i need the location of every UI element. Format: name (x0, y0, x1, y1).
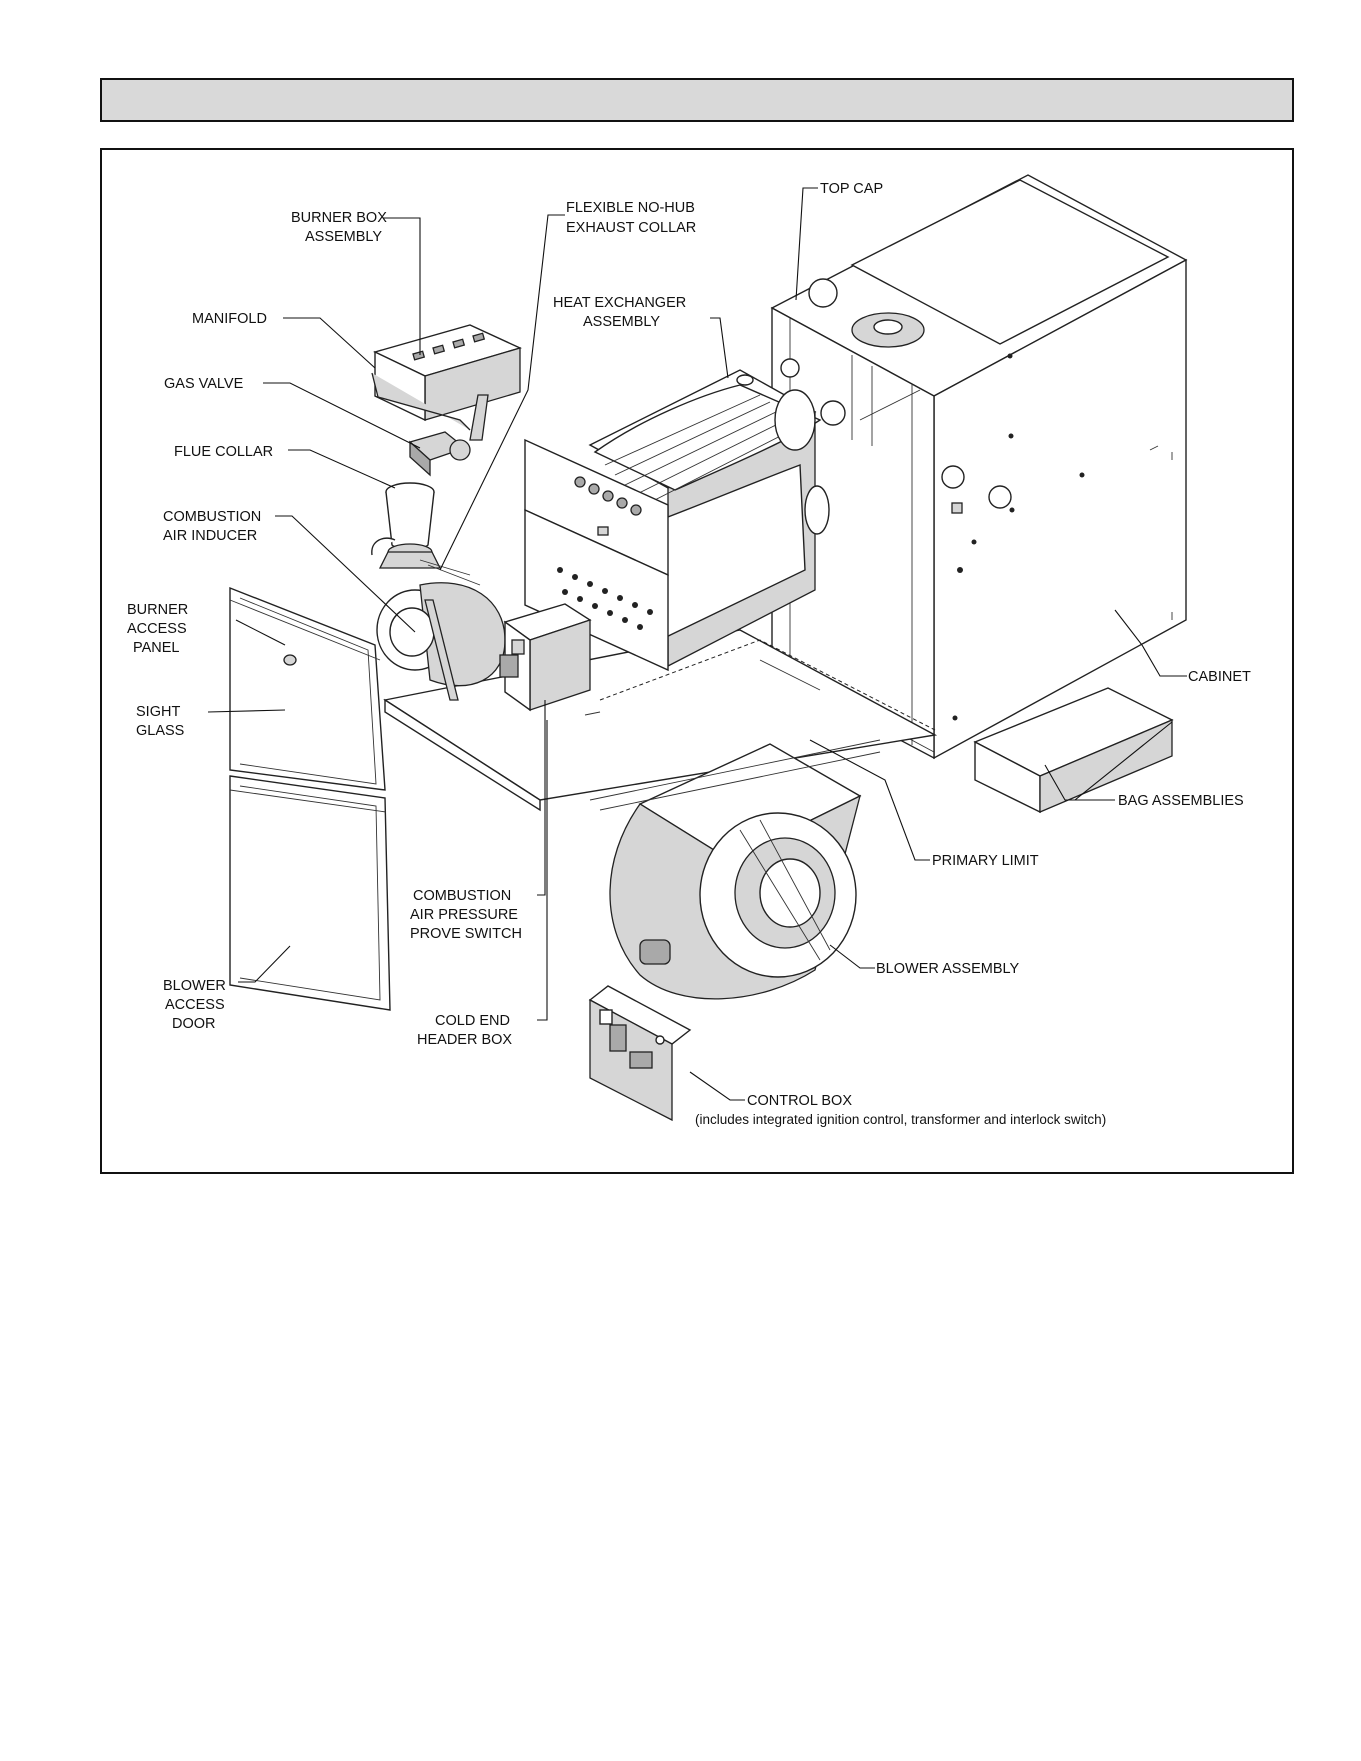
label-primary-limit: PRIMARY LIMIT (932, 853, 1039, 869)
label-cold-end-header-box-line-1: COLD END (435, 1013, 510, 1029)
section-header-bar (100, 78, 1294, 122)
label-cold-end-header-box-line-2: HEADER BOX (417, 1032, 512, 1048)
label-control-box-line-2: (includes integrated ignition control, t… (695, 1112, 1106, 1127)
heat-exchanger-ports (574, 476, 642, 516)
cabinet-part (770, 174, 1188, 760)
label-sight-glass-line-1: SIGHT (136, 704, 180, 720)
bag-assemblies-part (973, 687, 1174, 814)
label-heat-exchanger-assembly-line-1: HEAT EXCHANGER (553, 295, 686, 311)
heat-exchanger-part (524, 369, 830, 672)
label-top-cap-line-1: TOP CAP (820, 181, 883, 197)
manifold-gas-valve-part (371, 372, 489, 477)
blower-assembly-part (589, 739, 881, 1000)
label-bag-assemblies-line-1: BAG ASSEMBLIES (1118, 793, 1244, 809)
burner-box-part (373, 324, 522, 422)
label-combustion-air-pressure-prove-switch: COMBUSTION AIR PRESSURE PROVE SWITCH (410, 888, 522, 942)
label-burner-access-panel-line-3: PANEL (133, 640, 179, 656)
label-flexible-no-hub-exhaust-collar: FLEXIBLE NO-HUB EXHAUST COLLAR (566, 200, 696, 236)
label-burner-access-panel-line-1: BURNER (127, 602, 188, 618)
label-burner-access-panel: BURNER ACCESS PANEL (127, 602, 188, 656)
burner-orifices (557, 567, 653, 630)
label-control-box: CONTROL BOX (includes integrated ignitio… (695, 1093, 1106, 1127)
flue-and-inducer-part (371, 482, 506, 701)
label-blower-access-door-line-1: BLOWER (163, 978, 226, 994)
label-flexible-no-hub-exhaust-collar-line-2: EXHAUST COLLAR (566, 220, 696, 236)
label-prove-switch-line-1: COMBUSTION (413, 888, 511, 904)
label-flue-collar: FLUE COLLAR (174, 444, 273, 460)
label-burner-box-assembly-line-2: ASSEMBLY (305, 229, 382, 245)
label-manifold: MANIFOLD (192, 311, 267, 327)
label-prove-switch-line-3: PROVE SWITCH (410, 926, 522, 942)
label-blower-assembly: BLOWER ASSEMBLY (876, 961, 1019, 977)
label-combustion-air-inducer: COMBUSTION AIR INDUCER (163, 509, 261, 544)
label-burner-box-assembly-line-1: BURNER BOX (291, 210, 387, 226)
label-heat-exchanger-assembly-line-2: ASSEMBLY (583, 314, 660, 330)
label-cold-end-header-box: COLD END HEADER BOX (417, 1013, 512, 1048)
blower-access-door-part (229, 775, 391, 1011)
label-cabinet-line-1: CABINET (1188, 669, 1251, 685)
label-blower-access-door-line-2: ACCESS (165, 997, 225, 1013)
label-blower-assembly-line-1: BLOWER ASSEMBLY (876, 961, 1019, 977)
label-prove-switch-line-2: AIR PRESSURE (410, 907, 518, 923)
cold-end-header-box-part (499, 603, 592, 712)
label-gas-valve: GAS VALVE (164, 376, 244, 392)
label-cabinet: CABINET (1188, 669, 1251, 685)
label-blower-access-door-line-3: DOOR (172, 1016, 216, 1032)
label-manifold-line-1: MANIFOLD (192, 311, 267, 327)
label-flue-collar-line-1: FLUE COLLAR (174, 444, 273, 460)
label-combustion-air-inducer-line-1: COMBUSTION (163, 509, 261, 525)
label-burner-box-assembly: BURNER BOX ASSEMBLY (291, 210, 387, 245)
label-blower-access-door: BLOWER ACCESS DOOR (163, 978, 226, 1032)
label-burner-access-panel-line-2: ACCESS (127, 621, 187, 637)
label-sight-glass-line-2: GLASS (136, 723, 184, 739)
label-top-cap: TOP CAP (820, 181, 883, 197)
label-sight-glass: SIGHT GLASS (136, 704, 184, 739)
leader-lines (207, 187, 1187, 1101)
label-heat-exchanger-assembly: HEAT EXCHANGER ASSEMBLY (553, 295, 686, 330)
label-control-box-line-1: CONTROL BOX (747, 1093, 852, 1109)
control-box-part (588, 985, 692, 1122)
burner-access-panel-part (229, 586, 386, 791)
label-gas-valve-line-1: GAS VALVE (164, 376, 244, 392)
label-primary-limit-line-1: PRIMARY LIMIT (932, 853, 1039, 869)
label-bag-assemblies: BAG ASSEMBLIES (1118, 793, 1244, 809)
label-flexible-no-hub-exhaust-collar-line-1: FLEXIBLE NO-HUB (566, 200, 695, 216)
label-combustion-air-inducer-line-2: AIR INDUCER (163, 528, 257, 544)
